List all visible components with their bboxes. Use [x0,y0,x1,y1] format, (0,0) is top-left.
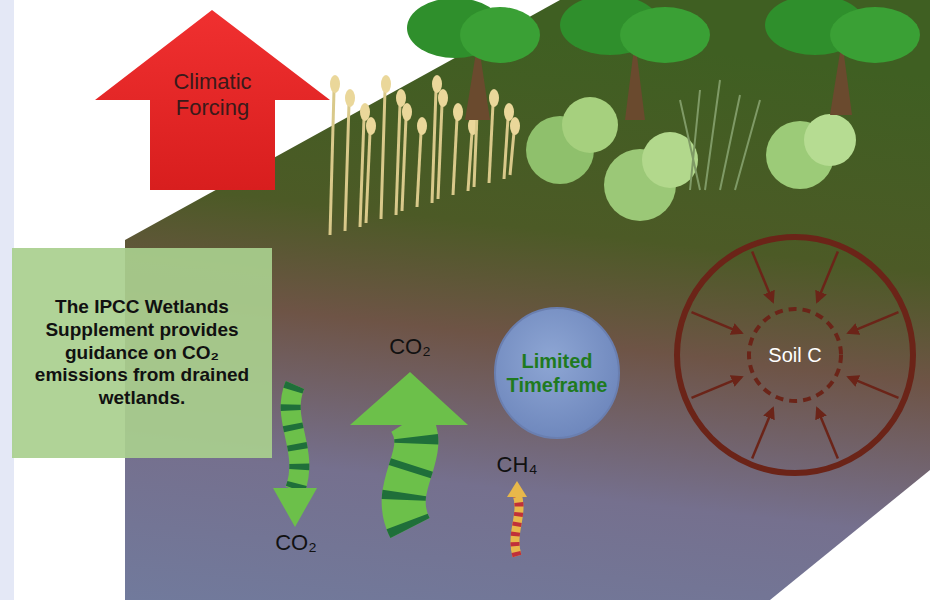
reeds [330,75,520,235]
node-text: Limited Timeframe [504,349,610,397]
node-text: Climatic Forcing [144,69,281,122]
soil-carbon-circle: Soil C [751,311,839,399]
forcing-label-shape: Climatic Forcing [140,55,285,135]
timeframe-ellipse [495,308,619,438]
side-band [0,0,14,600]
gas-label: CH₄ [497,452,538,478]
co2-up-arrow [350,372,468,528]
note-box: The IPCC Wetlands Supplement provides gu… [14,250,270,456]
forcing-arrow [95,10,330,190]
note-box [12,248,272,458]
ch4-arrow [507,481,527,556]
bushes [526,80,856,221]
co2-down-arrow [273,385,317,527]
gas-label: CO₂ [275,530,317,556]
node-text: Soil C [768,343,821,367]
soil-carbon-ring [677,237,913,473]
trees [407,0,920,120]
timeframe-ellipse: Limited Timeframe [500,318,614,428]
node-text: The IPCC Wetlands Supplement provides gu… [18,296,266,410]
gas-label: CO₂ [389,334,431,360]
